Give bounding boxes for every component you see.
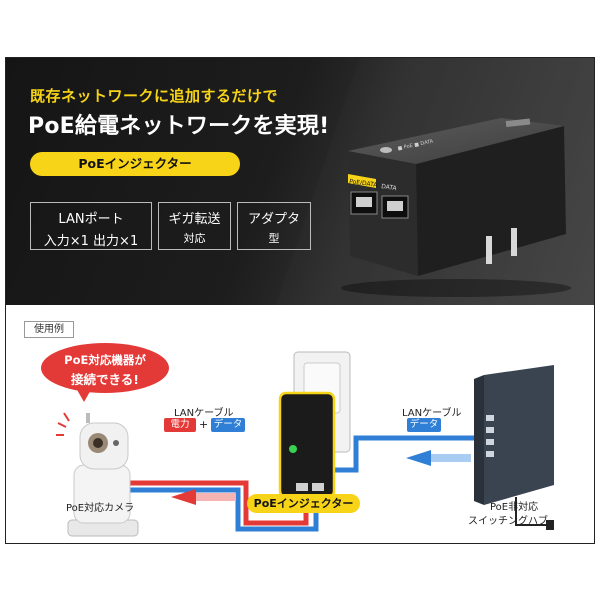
power-tag: 電力 <box>164 418 196 432</box>
feature-detail: 型 <box>268 232 280 245</box>
switch-label-line1: PoE非対応 <box>490 502 539 513</box>
feature-detail: 入力×1 出力×1 <box>43 234 139 249</box>
product-banner: 既存ネットワークに追加するだけで PoE給電ネットワークを実現! PoEインジェ… <box>6 58 594 305</box>
injector-led <box>289 445 297 453</box>
injector-label-pill: PoEインジェクター <box>247 494 360 513</box>
usage-section-label: 使用例 <box>24 321 74 338</box>
feature-title: ギガ転送 <box>168 212 221 227</box>
feature-detail: 対応 <box>183 232 206 245</box>
plus-sign: + <box>199 418 209 431</box>
poe-data-port-label: PoE/DATA <box>349 178 379 189</box>
data-port-label: DATA <box>381 183 398 192</box>
switch-label-line2: スイッチングハブ <box>468 516 548 527</box>
feature-title: LANポート <box>58 212 124 227</box>
lan-cable-output-power <box>124 480 309 526</box>
left-cable-label: LANケーブル <box>174 408 234 419</box>
lan-cable-output-data <box>124 487 319 532</box>
banner-headline: PoE給電ネットワークを実現! <box>28 114 330 139</box>
product-image-frame: 既存ネットワークに追加するだけで PoE給電ネットワークを実現! PoEインジェ… <box>5 57 595 544</box>
right-cable-label: LANケーブル <box>402 408 462 419</box>
arrow-left-output <box>171 489 196 505</box>
feature-box-adapter: アダプタ 型 <box>237 202 311 250</box>
poe-camera <box>67 413 139 537</box>
poe-injector-device-illustration: ■ PoE ■ DATA PoE/DATA DATA <box>341 118 571 297</box>
switching-hub <box>484 365 554 505</box>
feature-title: アダプタ <box>247 212 300 227</box>
feature-box-gigabit: ギガ転送 対応 <box>158 202 231 250</box>
data-tag-left: データ <box>211 418 245 432</box>
speech-bubble-tail <box>76 388 92 402</box>
feature-box-lan-ports: LANポート 入力×1 出力×1 <box>30 202 152 250</box>
arrow-left-input <box>406 450 431 466</box>
injector-device <box>278 391 336 499</box>
data-tag-right: データ <box>407 418 441 432</box>
speech-bubble: PoE対応機器が 接続できる! <box>41 343 169 393</box>
usage-diagram <box>56 351 554 537</box>
bubble-line2: 接続できる! <box>71 372 139 387</box>
product-name-pill: PoEインジェクター <box>30 152 240 176</box>
camera-label: PoE対応カメラ <box>66 503 135 514</box>
bubble-line1: PoE対応機器が <box>64 353 146 367</box>
banner-tagline: 既存ネットワークに追加するだけで <box>30 87 279 105</box>
